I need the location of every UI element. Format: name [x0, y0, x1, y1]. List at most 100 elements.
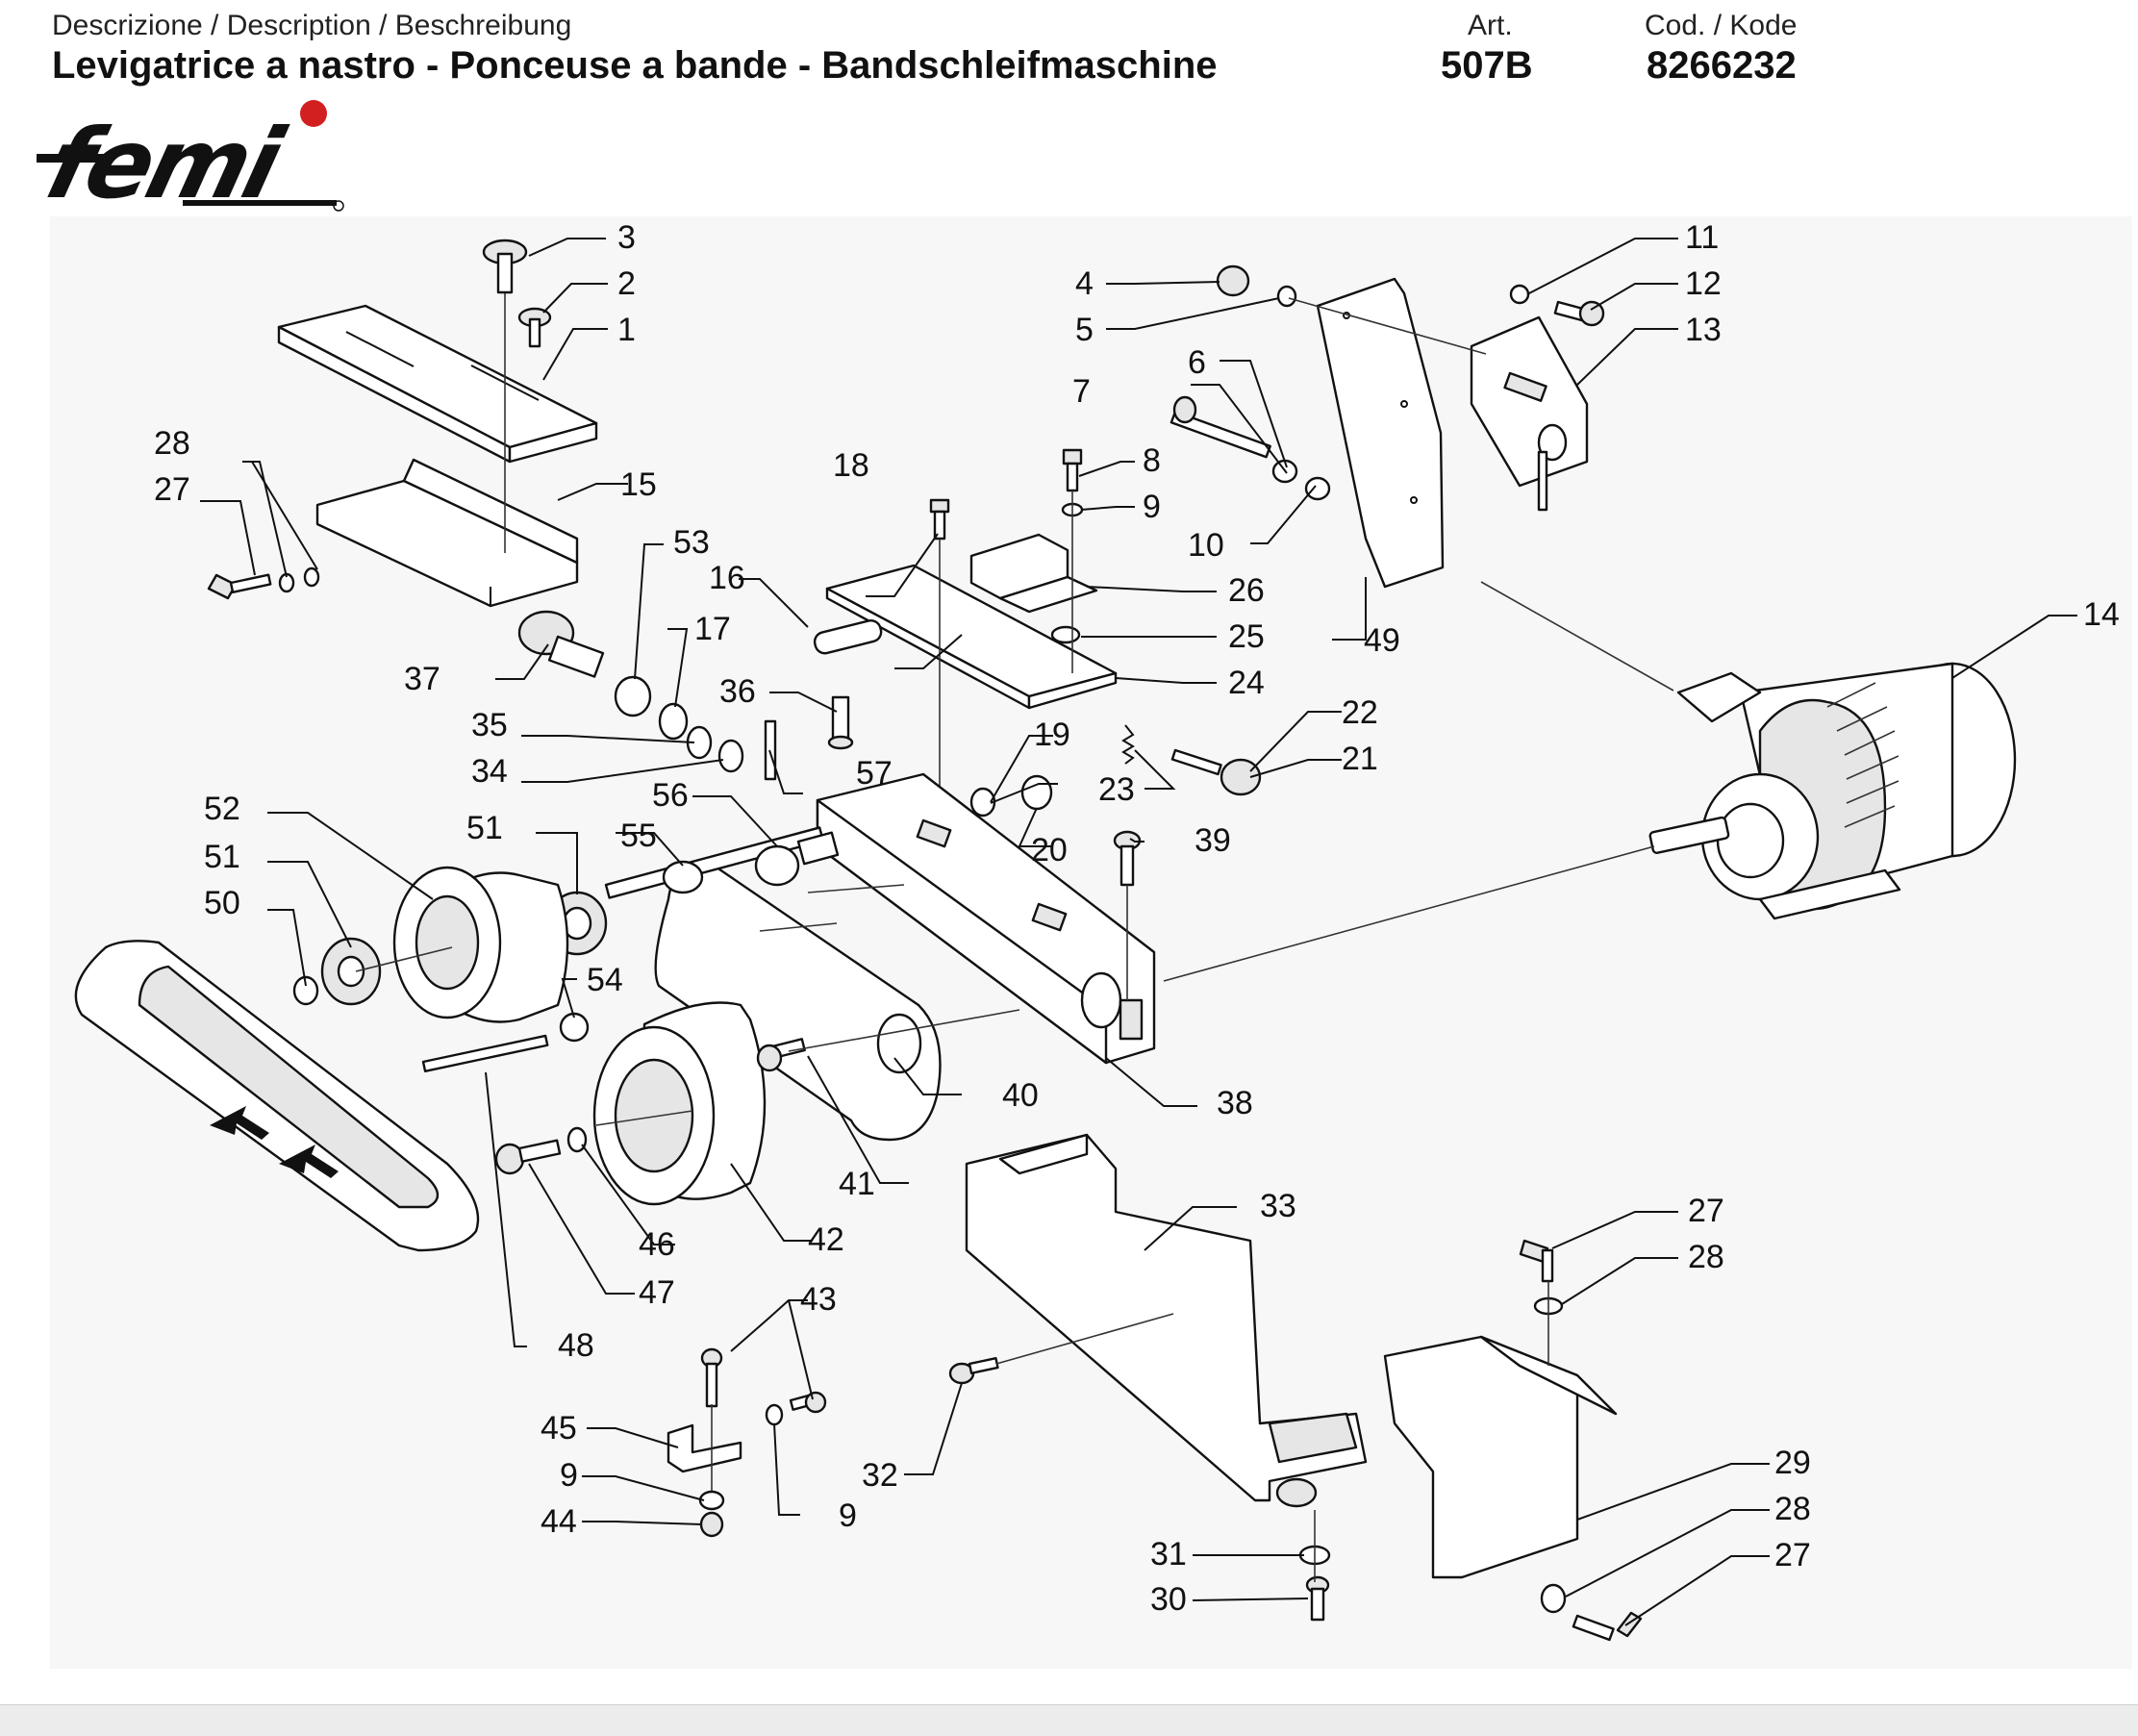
callout-14: 14: [2083, 596, 2120, 633]
callout-9: 9: [560, 1457, 578, 1494]
adjusting-knob-part: [517, 610, 744, 773]
knob-screw-part: [1170, 748, 1262, 796]
callout-3: 3: [617, 219, 636, 256]
callout-27: 27: [1774, 1537, 1811, 1573]
callout-20: 20: [1031, 832, 1068, 868]
callout-50: 50: [204, 885, 240, 921]
knob-part: [482, 239, 528, 294]
bearing-part: [292, 937, 382, 1006]
callout-47: 47: [639, 1274, 675, 1311]
callout-45: 45: [541, 1410, 577, 1447]
callout-11: 11: [1685, 219, 1719, 256]
callout-7: 7: [1072, 373, 1091, 410]
switch-box-part: [1470, 315, 1589, 512]
callout-39: 39: [1195, 822, 1231, 859]
callout-numbers: 3 2 1 28 27 15 53 16 17 37 36 35 34 57 1…: [154, 219, 2120, 1618]
callout-26: 26: [1228, 572, 1265, 609]
shaft-part: [604, 826, 840, 899]
callout-55: 55: [620, 818, 657, 854]
callout-10: 10: [1188, 527, 1224, 564]
article-value: 507B: [1441, 44, 1533, 87]
callout-4: 4: [1075, 265, 1094, 302]
article-caption: Art.: [1468, 10, 1513, 41]
description-caption: Descrizione / Description / Beschreibung: [52, 10, 572, 41]
screw-part: [1062, 448, 1083, 492]
code-value: 8266232: [1647, 44, 1797, 87]
small-bracket-part: [667, 1423, 742, 1473]
screw-part: [1305, 1575, 1330, 1622]
callout-21: 21: [1342, 741, 1378, 777]
exploded-view-svg: .p { fill: #ffffff; stroke: #111; stroke…: [74, 219, 2120, 1642]
callout-32: 32: [862, 1457, 898, 1494]
sanding-belt-part: [74, 940, 480, 1252]
table-bracket-part: [315, 458, 579, 608]
screw-part: [948, 1356, 999, 1385]
callout-19: 19: [1034, 717, 1070, 753]
callout-27: 27: [1688, 1193, 1724, 1229]
electric-motor-part: [1648, 662, 2017, 920]
callout-49: 49: [1364, 622, 1400, 659]
callout-54: 54: [587, 962, 623, 998]
motor-plate-part: [1316, 277, 1445, 589]
callout-8: 8: [1143, 442, 1161, 479]
callout-28: 28: [1774, 1491, 1811, 1527]
pin-part: [813, 618, 883, 655]
lower-guard-part: [965, 1133, 1368, 1508]
top-plate-part: [825, 564, 1118, 710]
callout-24: 24: [1228, 665, 1265, 701]
callout-6: 6: [1188, 344, 1206, 381]
callout-53: 53: [673, 524, 710, 561]
bolt-part: [1170, 395, 1331, 501]
callout-12: 12: [1685, 265, 1722, 302]
callout-18: 18: [833, 447, 869, 484]
wing-screw-part: [1540, 1583, 1643, 1642]
callout-43: 43: [800, 1281, 837, 1318]
callout-42: 42: [808, 1221, 844, 1258]
callout-38: 38: [1217, 1085, 1253, 1121]
callout-35: 35: [471, 707, 508, 743]
callout-36: 36: [719, 673, 756, 710]
screw-part: [494, 1126, 588, 1175]
work-table-part: [277, 304, 598, 464]
callout-31: 31: [1150, 1536, 1187, 1572]
callout-34: 34: [471, 753, 508, 790]
callout-52: 52: [204, 791, 240, 827]
callout-28: 28: [1688, 1239, 1724, 1275]
callout-37: 37: [404, 661, 440, 697]
wing-screw-part: [1519, 1239, 1564, 1316]
callout-27: 27: [154, 471, 190, 508]
callout-51: 51: [466, 810, 503, 846]
exploded-view-diagram: .p { fill: #ffffff; stroke: #111; stroke…: [50, 216, 2132, 1669]
idler-drum-part: [592, 1001, 767, 1206]
callout-2: 2: [617, 265, 636, 302]
callout-25: 25: [1228, 618, 1265, 655]
callout-51: 51: [204, 839, 240, 875]
screw-part: [827, 695, 854, 750]
callout-28: 28: [154, 425, 190, 462]
callout-9: 9: [839, 1497, 857, 1534]
nut-part: [1216, 264, 1297, 308]
wing-screw-part: [207, 566, 320, 600]
description-title: Levigatrice a nastro - Ponceuse a bande …: [52, 44, 1218, 87]
spring-part: [1121, 724, 1135, 765]
guide-bracket-part: [969, 533, 1098, 614]
callout-30: 30: [1150, 1581, 1187, 1618]
callout-5: 5: [1075, 312, 1094, 348]
callout-48: 48: [558, 1327, 594, 1364]
callout-41: 41: [839, 1166, 875, 1202]
callout-15: 15: [620, 466, 657, 503]
callout-23: 23: [1098, 771, 1135, 808]
screw-part: [1113, 830, 1142, 887]
screw-part: [765, 1391, 827, 1426]
screw-part: [700, 1347, 723, 1408]
callout-13: 13: [1685, 312, 1722, 348]
callout-56: 56: [652, 777, 689, 814]
drive-drum-part: [392, 866, 569, 1023]
callout-1: 1: [617, 312, 636, 348]
bottom-bar: [0, 1704, 2138, 1736]
femi-logo: femi: [37, 100, 344, 220]
callout-22: 22: [1342, 694, 1378, 731]
callout-57: 57: [856, 755, 893, 792]
callout-46: 46: [639, 1226, 675, 1263]
side-guard-part: [1383, 1335, 1618, 1579]
